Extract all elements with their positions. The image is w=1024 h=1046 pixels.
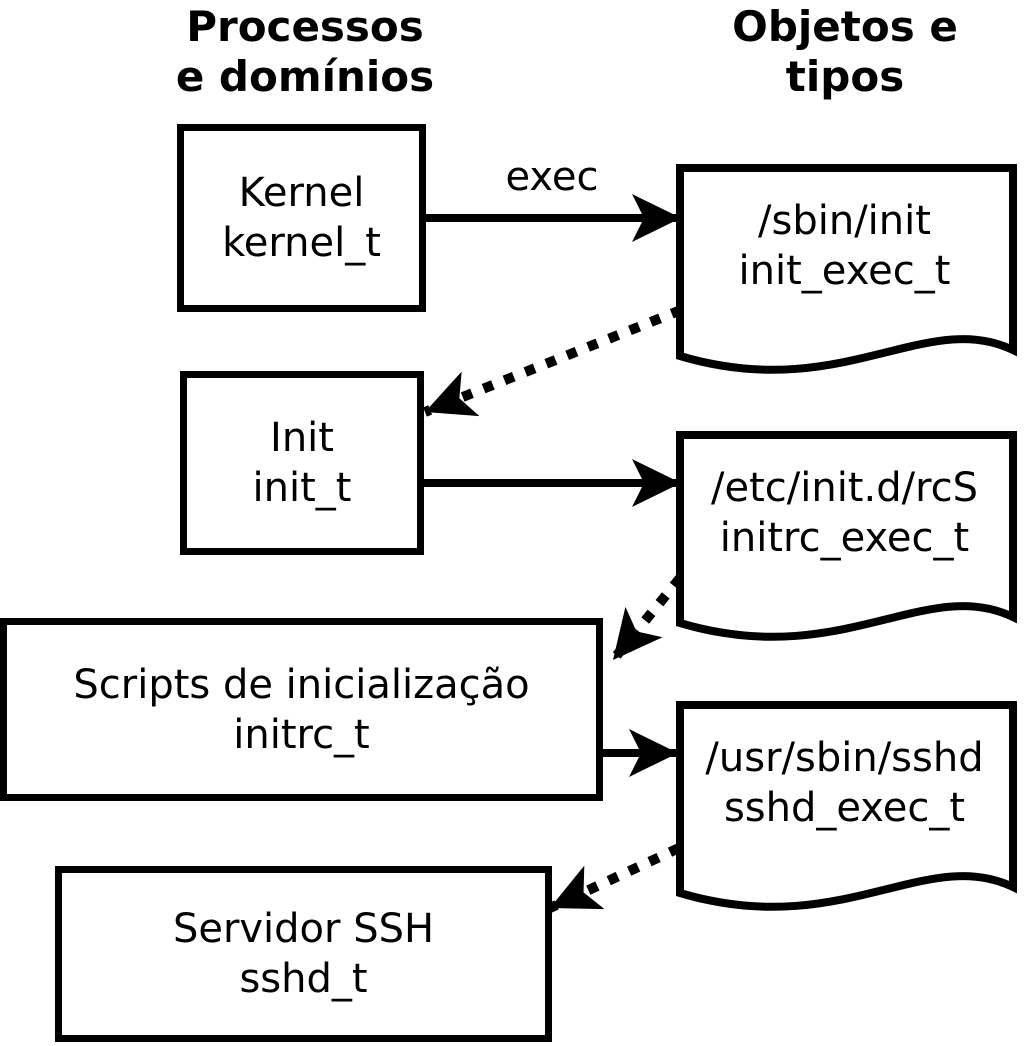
process-node-initrc: Scripts de inicialização initrc_t	[0, 618, 603, 801]
transition-arrow-sbin-init-to-init	[423, 305, 683, 417]
object-path: /sbin/init	[758, 197, 931, 244]
process-type: sshd_t	[239, 956, 368, 1002]
process-label: Scripts de inicialização	[73, 661, 530, 708]
document-outline	[676, 164, 1017, 374]
column-header-objects: Objetos e tipos	[660, 2, 1024, 102]
process-type: initrc_t	[233, 711, 370, 758]
column-header-processes-line1: Processos	[186, 2, 424, 51]
transition-arrow-rcs-to-initrc	[609, 574, 684, 664]
object-node-sshd-exec: /usr/sbin/sshd sshd_exec_t	[676, 685, 1013, 880]
object-type: initrc_exec_t	[719, 514, 970, 561]
process-node-kernel: Kernel kernel_t	[177, 124, 426, 312]
exec-edge-label: exec	[505, 154, 599, 200]
process-type: init_t	[252, 465, 352, 511]
column-header-processes: Processos e domínios	[120, 2, 490, 102]
document-shape-sshd-exec	[676, 701, 1017, 911]
process-label: Init	[270, 415, 334, 461]
process-label: Kernel	[238, 170, 365, 216]
process-node-sshd: Servidor SSH sshd_t	[55, 866, 552, 1042]
object-path: /etc/init.d/rcS	[710, 464, 979, 511]
transition-arrow-sshd-exec-to-sshd	[547, 843, 682, 913]
column-header-objects-line1: Objetos e	[732, 2, 958, 51]
process-label: Servidor SSH	[172, 906, 435, 952]
document-shape-sbin-init	[676, 164, 1017, 374]
object-type: init_exec_t	[738, 247, 951, 294]
column-header-processes-line2: e domínios	[175, 52, 435, 101]
document-outline	[676, 701, 1017, 911]
object-node-rcs: /etc/init.d/rcS initrc_exec_t	[676, 415, 1013, 610]
process-type: kernel_t	[222, 220, 381, 266]
column-header-objects-line2: tipos	[785, 52, 905, 101]
object-path: /usr/sbin/sshd	[705, 734, 984, 781]
process-node-init: Init init_t	[180, 371, 424, 555]
object-type: sshd_exec_t	[723, 784, 966, 831]
object-node-sbin-init: /sbin/init init_exec_t	[676, 148, 1013, 343]
document-outline	[676, 431, 1017, 641]
document-shape-rcs	[676, 431, 1017, 641]
